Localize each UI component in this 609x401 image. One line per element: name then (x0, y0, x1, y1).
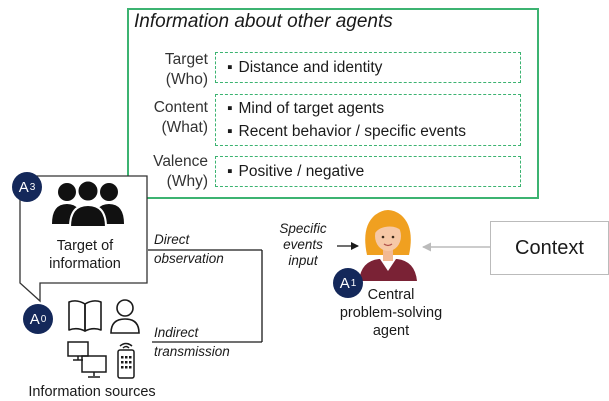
info-box-title: Information about other agents (134, 11, 393, 32)
target-card-label-line2: information (49, 256, 121, 272)
category-sublabel: (Who) (165, 71, 208, 88)
target-card-label: Target of information (30, 237, 140, 273)
category-sublabel: (What) (161, 119, 209, 136)
list-item: Positive / negative (227, 162, 365, 182)
category-target: Target (Who) (118, 50, 208, 90)
computers-icon (67, 341, 107, 378)
central-agent-label: Central problem-solving agent (339, 287, 443, 339)
info-about-agents-box (127, 8, 539, 199)
book-icon (68, 300, 102, 332)
category-label: Content (153, 99, 208, 116)
content-items-box: Mind of target agents Recent behavior / … (215, 94, 521, 146)
list-item: Mind of target agents (227, 99, 385, 119)
specific-events-input-label: Specific events input (279, 221, 327, 268)
valence-items-box: Positive / negative (215, 156, 521, 187)
target-card-label-line1: Target of (56, 238, 114, 254)
indirect-transmission-label: Indirect transmission (154, 325, 230, 359)
category-label: Target (164, 51, 208, 68)
context-box: Context (490, 221, 609, 275)
target-items-box: Distance and identity (215, 52, 521, 83)
smartphone-icon (117, 342, 135, 379)
female-agent-avatar-icon (359, 210, 417, 281)
category-content: Content (What) (118, 98, 208, 138)
person-outline-icon (110, 299, 140, 334)
category-label: Valence (153, 153, 208, 170)
group-people-icon (52, 179, 124, 228)
direct-observation-label: Direct observation (154, 232, 224, 266)
context-label: Context (515, 236, 584, 259)
category-valence: Valence (Why) (118, 152, 208, 192)
information-sources-label: Information sources (28, 384, 156, 400)
list-item: Recent behavior / specific events (227, 122, 466, 142)
list-item: Distance and identity (227, 58, 383, 78)
category-sublabel: (Why) (166, 173, 208, 190)
